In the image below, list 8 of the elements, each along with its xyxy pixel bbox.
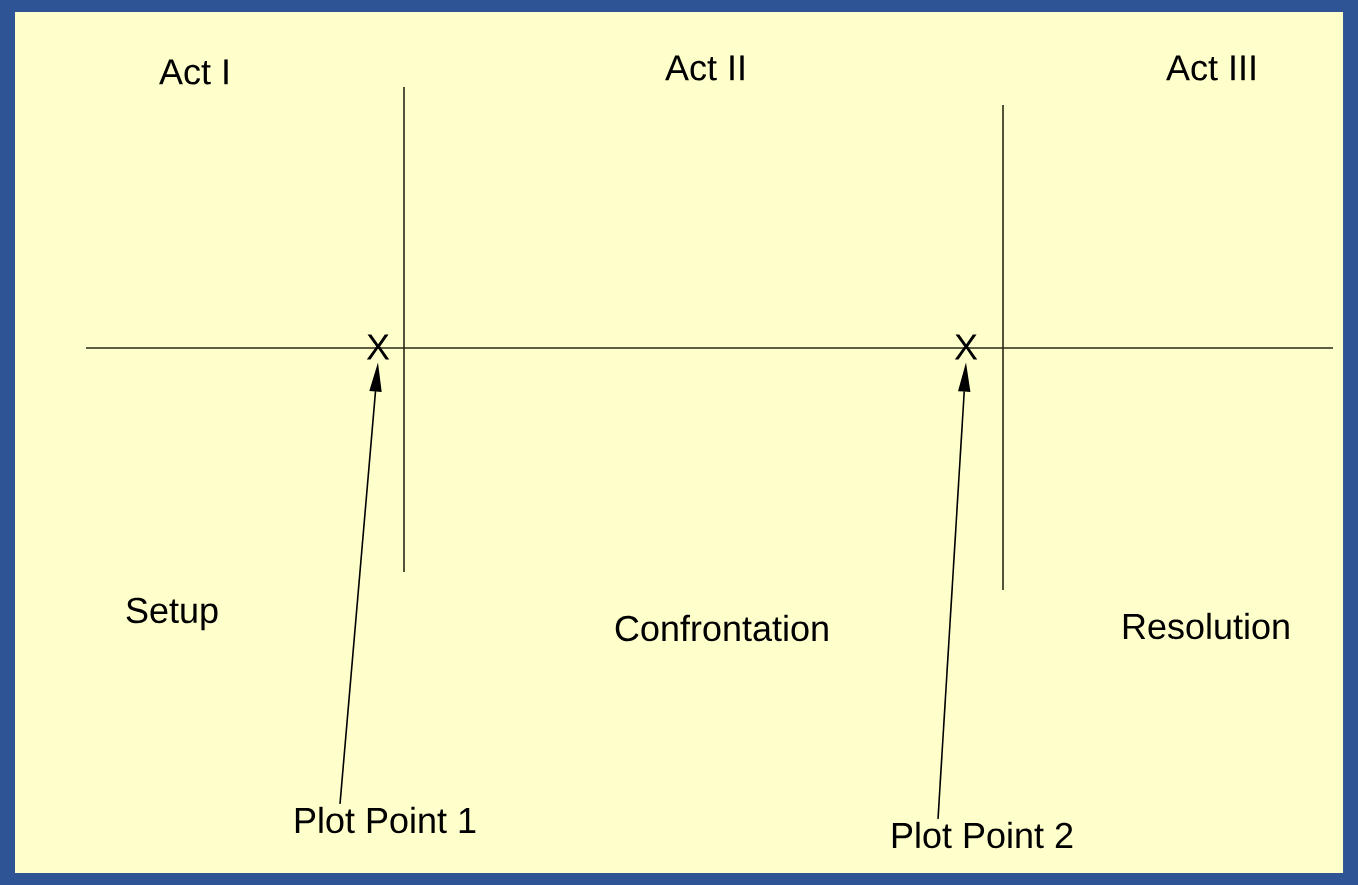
- act-heading: Act II: [665, 55, 744, 81]
- plot-point-label: Plot Point 1: [295, 806, 476, 834]
- plot-point-label: Plot Point 2: [892, 821, 1073, 849]
- act-heading: Act III: [1166, 55, 1255, 81]
- act-label: Confrontation: [615, 614, 828, 642]
- act-heading: Act I: [159, 59, 228, 85]
- act-label: Setup: [126, 597, 218, 631]
- act-label: Resolution: [1123, 612, 1289, 640]
